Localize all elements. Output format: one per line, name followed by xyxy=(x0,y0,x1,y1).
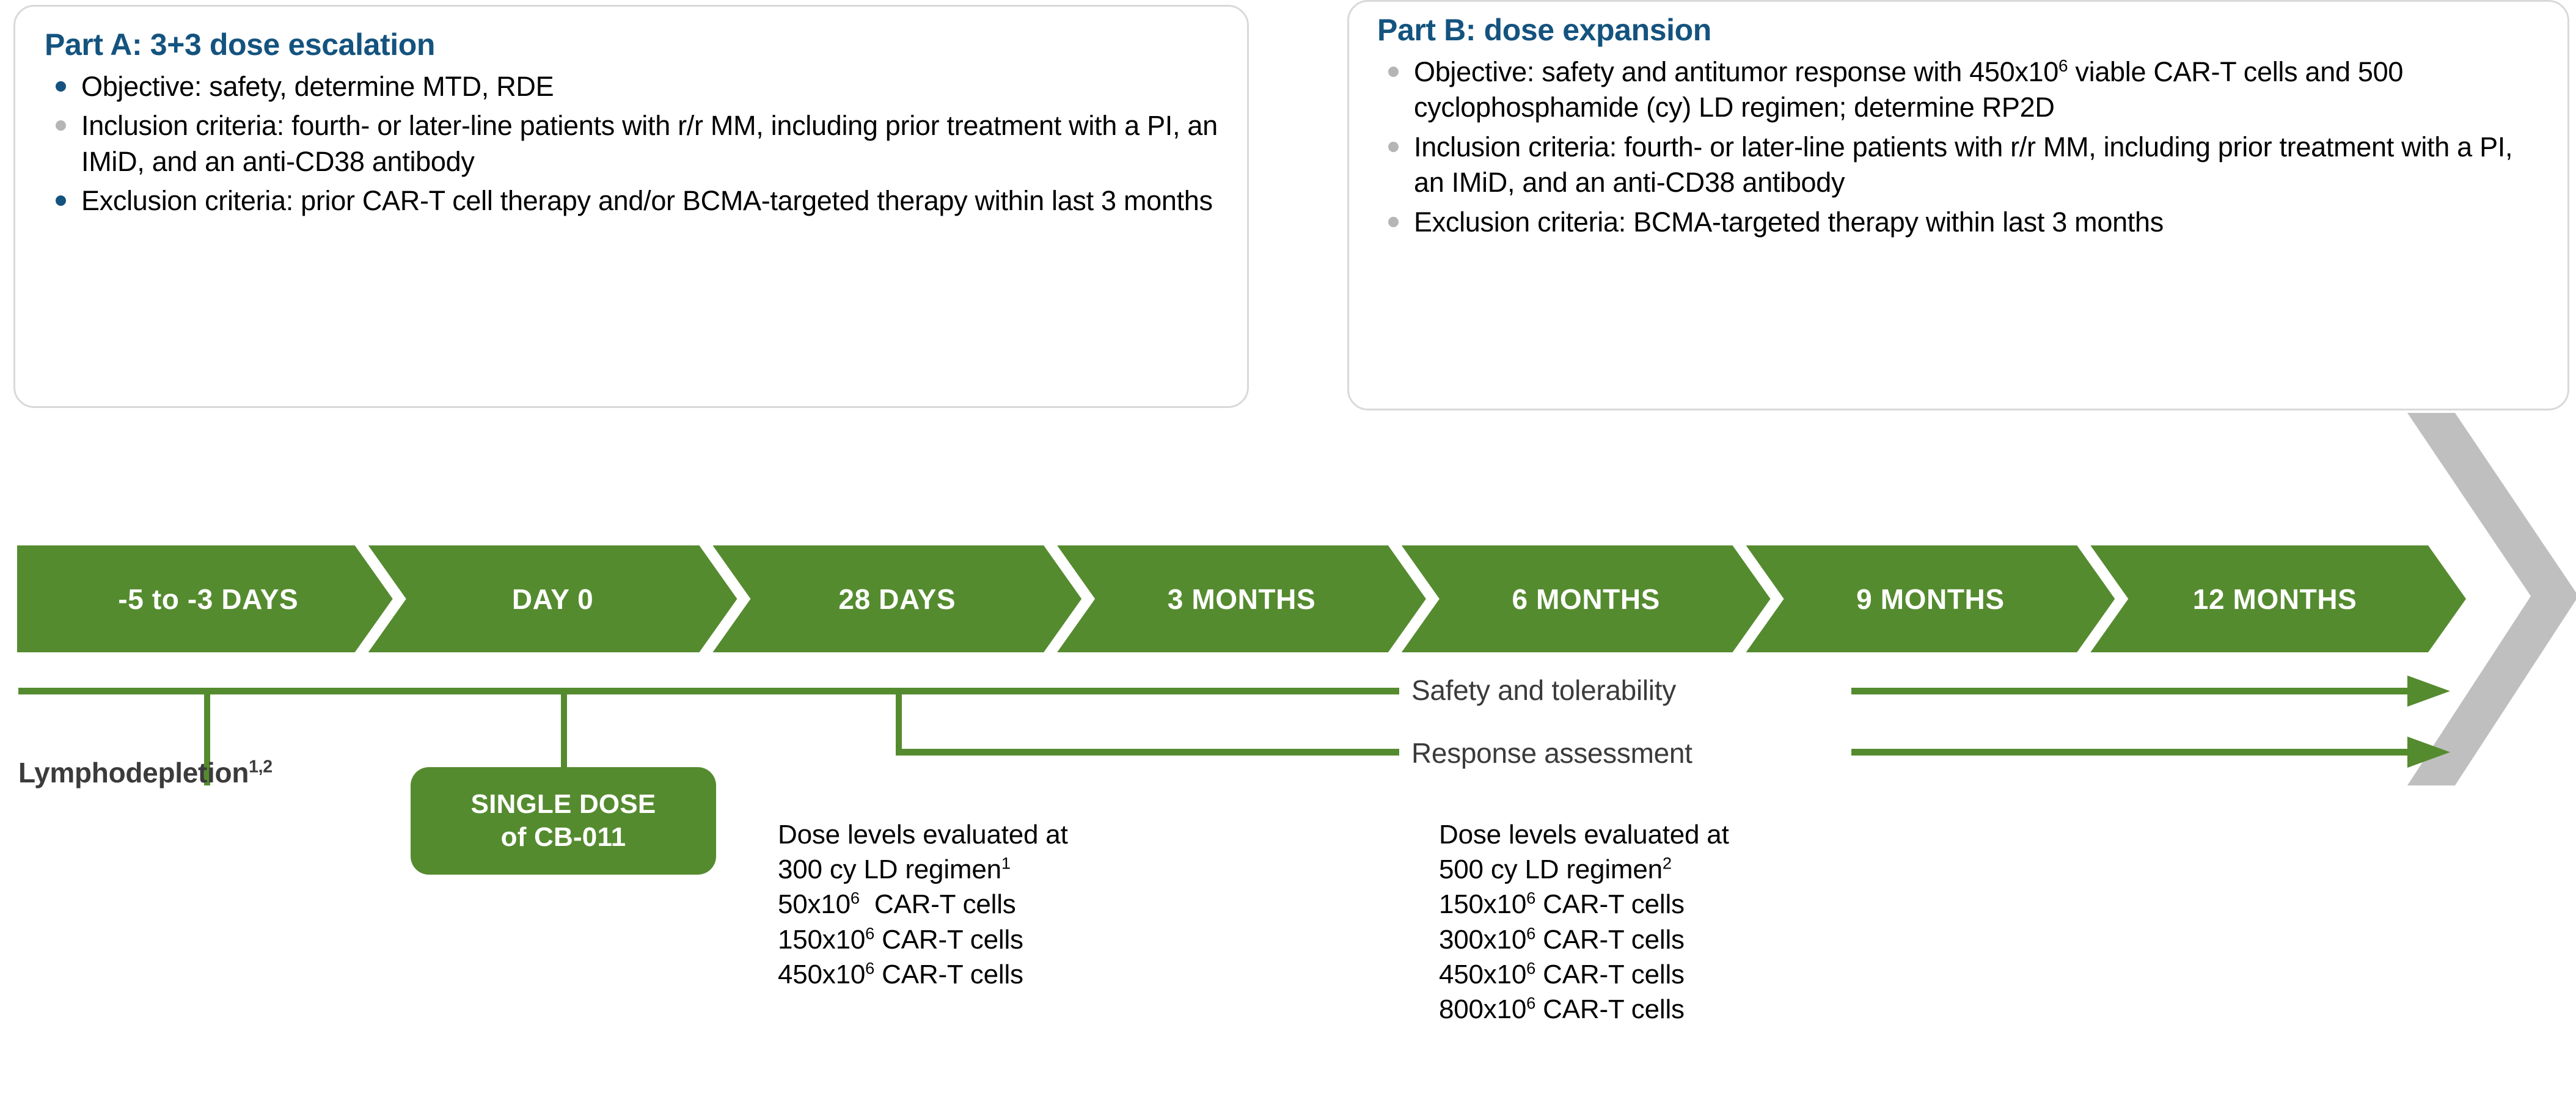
dose-level-item: 800x106 CAR-T cells xyxy=(1439,993,1685,1024)
dose-level-item: 450x106 CAR-T cells xyxy=(778,958,1023,989)
dose-level-item: 300x106 CAR-T cells xyxy=(1439,923,1685,955)
dose-level-item: 450x106 CAR-T cells xyxy=(1439,958,1685,989)
safety-tolerability-label: Safety and tolerability xyxy=(1411,674,1676,706)
bullet-item: Objective: safety, determine MTD, RDE xyxy=(43,69,1219,105)
response-assessment-label: Response assessment xyxy=(1411,737,1692,769)
timeline-segment-divider xyxy=(354,545,406,652)
bullet-item: Exclusion criteria: BCMA-targeted therap… xyxy=(1376,205,2543,241)
dose-heading-line2: 300 cy LD regimen1 xyxy=(778,853,1011,885)
timeline-segment[interactable] xyxy=(2084,545,2466,652)
timeline-connector-lines xyxy=(18,676,2450,792)
bullet-marker-icon xyxy=(56,195,66,206)
timeline-chevron-band xyxy=(17,545,2466,652)
single-dose-line1: SINGLE DOSE xyxy=(470,789,656,820)
dose-level-item: 50x106 CAR-T cells xyxy=(778,888,1016,920)
bullet-text: Inclusion criteria: fourth- or later-lin… xyxy=(81,110,1218,177)
dose-heading-line1: Dose levels evaluated at xyxy=(778,820,1068,850)
bullet-text: Exclusion criteria: BCMA-targeted therap… xyxy=(1414,206,2164,238)
bullet-item: Objective: safety and antitumor response… xyxy=(1376,54,2543,126)
bullet-text: Exclusion criteria: prior CAR-T cell the… xyxy=(81,185,1213,216)
bullet-marker-icon xyxy=(1388,66,1399,77)
timeline-segment-divider xyxy=(1732,545,1784,652)
bullet-marker-icon xyxy=(56,81,66,92)
dose-level-item: 150x106 CAR-T cells xyxy=(1439,888,1685,920)
bullet-item: Inclusion criteria: fourth- or later-lin… xyxy=(43,108,1219,180)
part-b-title: Part B: dose expansion xyxy=(1377,13,1711,47)
part-a-card: Part A: 3+3 dose escalation Objective: s… xyxy=(13,5,1249,408)
bullet-text: Objective: safety, determine MTD, RDE xyxy=(81,70,554,102)
bullet-marker-icon xyxy=(56,120,66,131)
part-b-card: Part B: dose expansion Objective: safety… xyxy=(1347,0,2569,410)
lymphodepletion-text: Lymphodepletion1,2 xyxy=(18,757,273,789)
dose-level-item: 150x106 CAR-T cells xyxy=(778,923,1023,955)
part-a-title: Part A: 3+3 dose escalation xyxy=(45,27,436,62)
single-dose-line2: of CB-011 xyxy=(500,822,626,852)
dose-heading-line2: 500 cy LD regimen2 xyxy=(1439,853,1672,885)
bullet-item: Exclusion criteria: prior CAR-T cell the… xyxy=(43,183,1219,219)
timeline-segment[interactable] xyxy=(1050,545,1433,652)
timeline-segment[interactable] xyxy=(1739,545,2122,652)
timeline-segment[interactable] xyxy=(1394,545,1777,652)
timeline-segment[interactable] xyxy=(706,545,1089,652)
part-a-bullet-list: Objective: safety, determine MTD, RDE Inc… xyxy=(43,69,1219,219)
timeline-segment-divider xyxy=(2077,545,2129,652)
timeline-segment[interactable] xyxy=(361,545,744,652)
bullet-item: Inclusion criteria: fourth- or later-lin… xyxy=(1376,129,2543,201)
bullet-text: Objective: safety and antitumor response… xyxy=(1414,56,2404,123)
timeline-segment-divider xyxy=(699,545,751,652)
bullet-text: Inclusion criteria: fourth- or later-lin… xyxy=(1414,131,2513,199)
bullet-marker-icon xyxy=(1388,216,1399,227)
timeline-segment-divider xyxy=(1388,545,1440,652)
lymphodepletion-label: Lymphodepletion1,2 xyxy=(18,756,273,789)
timeline-segment-divider xyxy=(1044,545,1096,652)
dose-heading-line1: Dose levels evaluated at xyxy=(1439,820,1729,850)
single-dose-badge: SINGLE DOSE of CB-011 xyxy=(411,767,716,875)
part-b-bullet-list: Objective: safety and antitumor response… xyxy=(1376,54,2543,241)
forward-chevron-icon xyxy=(2407,413,2576,785)
bullet-marker-icon xyxy=(1388,141,1399,152)
timeline-segment[interactable] xyxy=(17,545,400,652)
